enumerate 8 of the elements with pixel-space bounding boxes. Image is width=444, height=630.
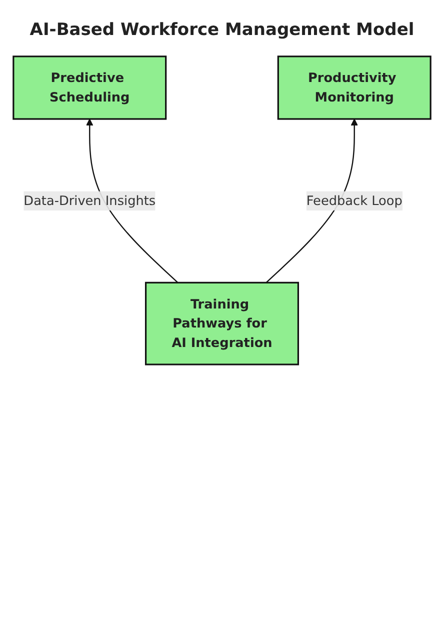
- diagram-title: AI-Based Workforce Management Model: [28, 20, 416, 40]
- arrow: [86, 118, 178, 284]
- edge-label: Feedback Loop: [306, 191, 402, 210]
- edge-label: Data-Driven Insights: [24, 191, 156, 210]
- process-box: Productivity Monitoring: [277, 56, 432, 120]
- process-box: Training Pathways for AI Integration: [144, 282, 300, 366]
- process-box: Predictive Scheduling: [12, 56, 167, 120]
- arrow: [266, 118, 358, 284]
